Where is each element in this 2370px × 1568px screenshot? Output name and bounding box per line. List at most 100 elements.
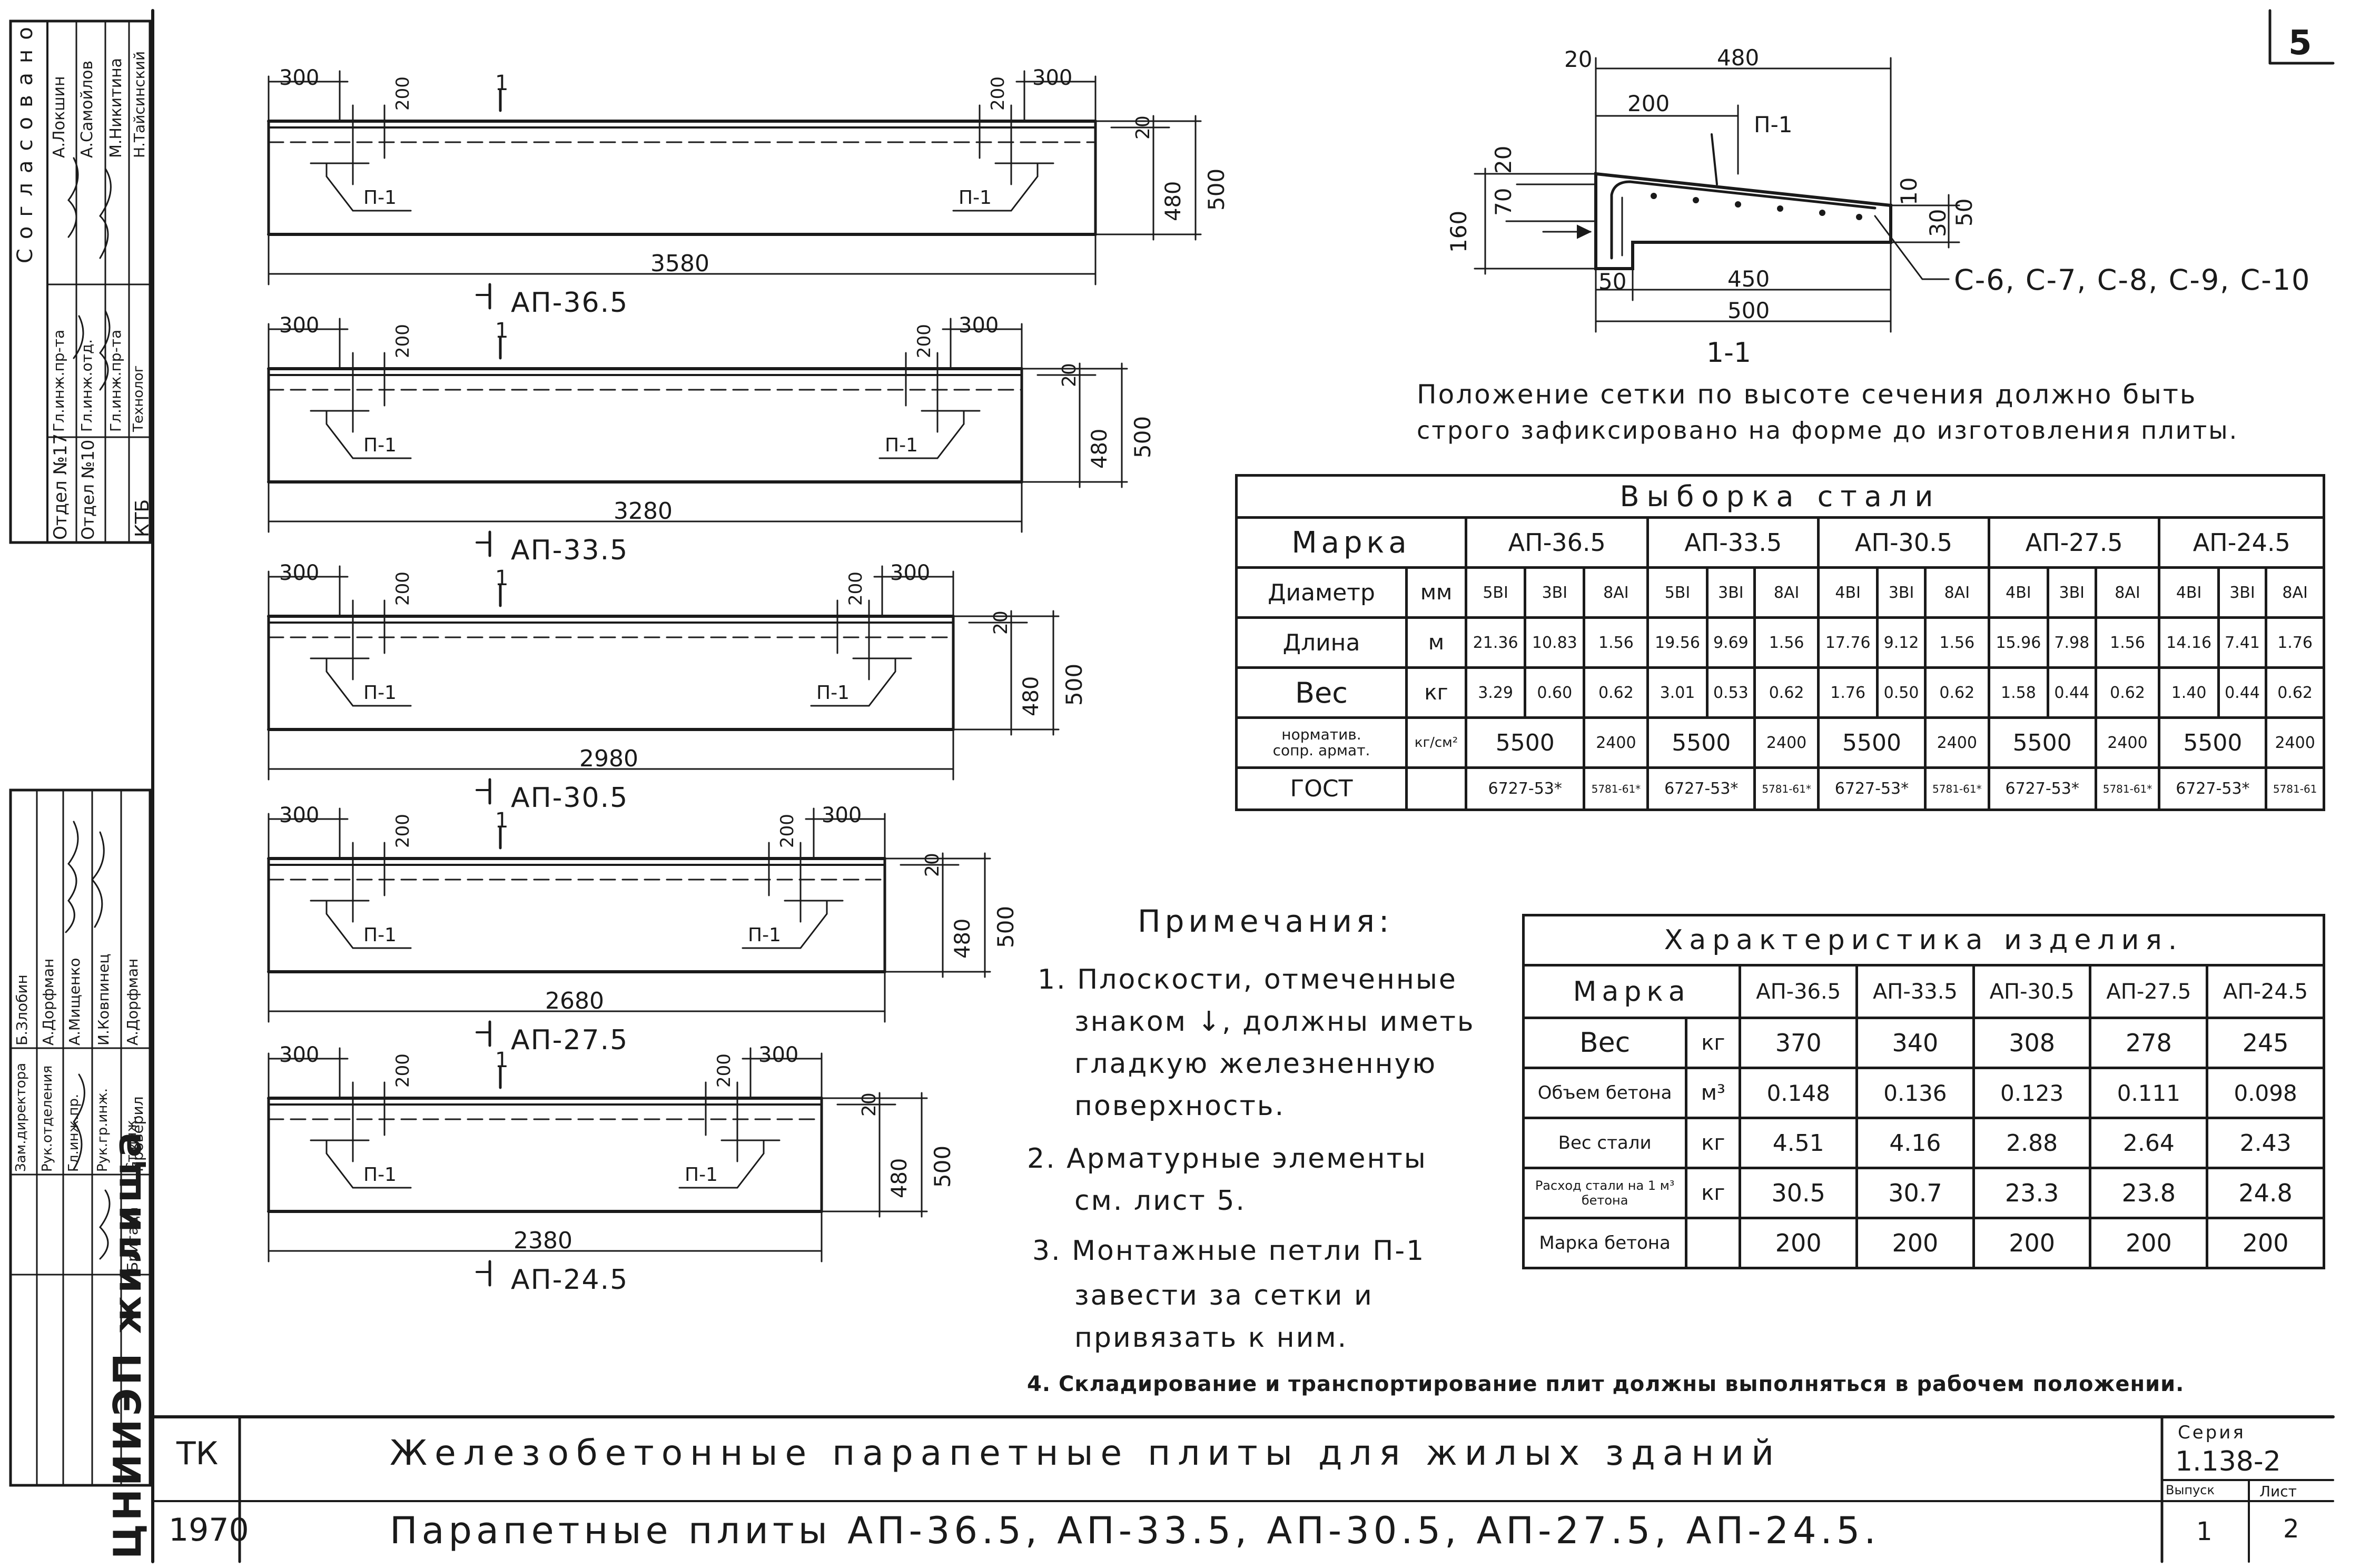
steel-table-title: Выборка стали [1235, 474, 2325, 519]
stamp-agreed-heading: Согласовано [13, 17, 37, 263]
steel-cell: 5ВI [1646, 566, 1709, 619]
steel-mark-1: АП-36.5 [1464, 516, 1650, 569]
steel-cell: 3ВI [2047, 566, 2097, 619]
product-mark-2: АП-33.5 [1855, 964, 1975, 1019]
product-cell: 370 [1739, 1017, 1859, 1069]
steel-cell: 4ВI [2158, 566, 2220, 619]
product-cell: 308 [1972, 1017, 2092, 1069]
panel-loop-left: П-1 [363, 187, 397, 209]
product-row-label: Расход стали на 1 м³ бетона [1522, 1167, 1688, 1219]
steel-cell: 7.41 [2217, 616, 2268, 669]
steel-row-unit: мм [1405, 566, 1467, 619]
dim-left-a: 20 [1490, 145, 1516, 174]
steel-cell: 3ВI [1705, 566, 1756, 619]
steel-mark-5: АП-24.5 [2158, 516, 2325, 569]
steel-cell: 2400 [1753, 716, 1820, 769]
product-cell: 24.8 [2206, 1167, 2325, 1219]
product-cell: 30.7 [1855, 1167, 1975, 1219]
series-label: Серия [2178, 1422, 2246, 1443]
section-note-line1: Положение сетки по высоте сечения должно… [1417, 379, 2197, 410]
panel-loop-right: П-1 [816, 682, 850, 704]
panel-loop-left: П-1 [363, 682, 397, 704]
product-mark-1: АП-36.5 [1739, 964, 1859, 1019]
steel-cell: 5781-61* [1753, 766, 1820, 811]
steel-cell: 5500 [2158, 716, 2268, 769]
product-row: Вес кг 370 340 308 278 245 [1522, 1017, 2325, 1069]
steel-cell: 2400 [2265, 716, 2325, 769]
steel-cell: 6727-53* [2158, 766, 2268, 811]
steel-cell: 1.56 [1923, 616, 1990, 669]
steel-cell: 9.12 [1876, 616, 1927, 669]
product-cell: 0.136 [1855, 1067, 1975, 1119]
steel-cell: 3.29 [1464, 666, 1527, 719]
steel-row-label: Диаметр [1235, 566, 1408, 619]
product-mark-4: АП-27.5 [2089, 964, 2209, 1019]
sheet-subtitle: Парапетные плиты АП-36.5, АП-33.5, АП-30… [390, 1509, 1880, 1552]
product-row-label: Вес [1522, 1017, 1688, 1069]
steel-cell: 3ВI [2217, 566, 2268, 619]
issue-label: Выпуск [2166, 1483, 2215, 1497]
stamp-b-name-4: И.Ковпинец [95, 953, 112, 1046]
panel-dim-end-left: 300 [279, 1043, 320, 1067]
panel-mark-label: АП-33.5 [511, 535, 629, 566]
steel-cell: 0.50 [1876, 666, 1927, 719]
steel-cell: 17.76 [1817, 616, 1879, 669]
steel-table-marka: Марка [1235, 516, 1467, 569]
steel-cell: 1.56 [1753, 616, 1820, 669]
steel-cell: 5ВI [1464, 566, 1527, 619]
product-cell: 23.8 [2089, 1167, 2209, 1219]
product-cell: 340 [1855, 1017, 1975, 1069]
note-4: 4. Складирование и транспортирование пли… [1027, 1372, 2185, 1396]
panel-section-mark: 1 [495, 1048, 509, 1072]
product-row-label: Вес стали [1522, 1117, 1688, 1169]
steel-row-gost: ГОСТ 6727-53* 5781-61* 6727-53* 5781-61*… [1235, 766, 2325, 811]
product-cell: 200 [2089, 1217, 2209, 1269]
steel-cell: 6727-53* [1817, 766, 1927, 811]
dim-left-height: 160 [1446, 210, 1472, 253]
steel-cell: 0.62 [1583, 666, 1650, 719]
product-cell: 4.16 [1855, 1117, 1975, 1169]
steel-cell: 6727-53* [1987, 766, 2097, 811]
panel-dim-length: 2380 [514, 1227, 572, 1254]
panel-dim-length: 2680 [545, 988, 604, 1014]
steel-cell: 8АI [2094, 566, 2161, 619]
product-row-unit: кг [1685, 1167, 1742, 1219]
steel-row-unit: кг/см² [1405, 716, 1467, 769]
stamp-b-role-4: Рук.гр.инж. [95, 1088, 111, 1172]
steel-cell: 5500 [1646, 716, 1756, 769]
steel-cell: 0.44 [2217, 666, 2268, 719]
panel-mark-label: АП-27.5 [511, 1024, 629, 1056]
product-table-marka: Марка [1522, 964, 1742, 1019]
note-3-line1: 3. Монтажные петли П-1 [1032, 1235, 1426, 1267]
note-3-line3: привязать к ним. [1074, 1322, 1348, 1354]
steel-cell: 6727-53* [1646, 766, 1756, 811]
panel-loop-left: П-1 [363, 435, 397, 456]
steel-cell: 5500 [1987, 716, 2097, 769]
product-row: Объем бетона м³ 0.148 0.136 0.123 0.111 … [1522, 1067, 2325, 1119]
product-cell: 23.3 [1972, 1167, 2092, 1219]
stamp-name-3: М.Никитина [107, 57, 125, 158]
steel-cell: 8АI [1923, 566, 1990, 619]
steel-cell: 9.69 [1705, 616, 1756, 669]
dim-bottom-inner: 450 [1727, 266, 1770, 292]
steel-cell: 1.76 [2265, 616, 2325, 669]
panel-dim-end-left: 300 [279, 803, 320, 827]
steel-mark-4: АП-27.5 [1987, 516, 2161, 569]
steel-cell: 5781-61* [1583, 766, 1650, 811]
steel-cell: 14.16 [2158, 616, 2220, 669]
steel-row-label: норматив.сопр. армат. [1235, 716, 1408, 769]
panel-mark-label: АП-36.5 [511, 287, 629, 319]
stamp-b-role-6: Бригада [124, 1207, 141, 1272]
steel-cell: 6727-53* [1464, 766, 1586, 811]
product-row: Вес стали кг 4.51 4.16 2.88 2.64 2.43 [1522, 1117, 2325, 1169]
steel-cell: 3.01 [1646, 666, 1709, 719]
steel-cell: 5781-61 [2265, 766, 2325, 811]
steel-row-label: Вес [1235, 666, 1408, 719]
steel-cell: 1.58 [1987, 666, 2050, 719]
issue-value: 1 [2196, 1517, 2213, 1546]
product-cell: 4.51 [1739, 1117, 1859, 1169]
panel-loop-right: П-1 [959, 187, 992, 209]
steel-cell: 8АI [1583, 566, 1650, 619]
note-3-line2: завести за сетки и [1074, 1280, 1374, 1311]
